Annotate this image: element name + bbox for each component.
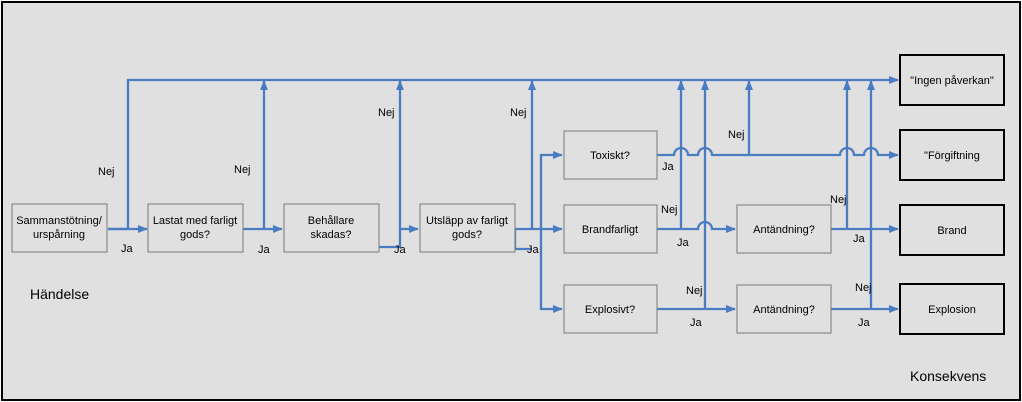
outcome-fire-label: Brand (937, 225, 966, 237)
label-ja: Ja (527, 244, 540, 256)
label-nej: Nej (686, 285, 703, 297)
label-nej: Nej (830, 194, 847, 206)
label-ja: Ja (121, 243, 134, 255)
label-ja: Ja (662, 161, 675, 173)
node-dangerous-goods: Lastat med farligt gods? (147, 203, 244, 253)
node-start-line1: Sammanstötning/ (16, 215, 103, 227)
label-ja: Ja (677, 237, 690, 249)
outcome-fire: Brand (899, 204, 1005, 256)
event-section-label: Händelse (30, 286, 89, 302)
label-ja: Ja (394, 244, 407, 256)
label-nej: Nej (855, 282, 872, 294)
node-container-line1: Behållare (308, 215, 354, 227)
label-nej: Nej (661, 204, 678, 216)
label-nej: Nej (234, 164, 251, 176)
label-nej: Nej (728, 129, 745, 141)
node-dangerous-goods-line1: Lastat med farligt (153, 215, 237, 227)
node-container: Behållare skadas? (283, 203, 380, 253)
node-release-line2: gods? (452, 229, 482, 241)
node-flammable: Brandfarligt (563, 204, 658, 254)
label-ja: Ja (853, 233, 866, 245)
connectors (108, 76, 899, 313)
label-ja: Ja (858, 317, 871, 329)
node-ignition-1-label: Antändning? (753, 224, 815, 236)
node-release: Utsläpp av farligt gods? (419, 203, 516, 253)
node-dangerous-goods-line2: gods? (180, 229, 210, 241)
node-flammable-label: Brandfarligt (582, 224, 638, 236)
node-release-line1: Utsläpp av farligt (426, 215, 508, 227)
label-nej: Nej (510, 107, 527, 119)
outcome-no-impact-label: "Ingen påverkan" (910, 75, 994, 87)
label-nej: Nej (378, 107, 395, 119)
consequence-section-label: Konsekvens (910, 368, 986, 384)
node-ignition-2-label: Antändning? (753, 304, 815, 316)
node-container-line2: skadas? (311, 229, 352, 241)
node-start: Sammanstötning/ urspårning (11, 203, 108, 253)
edge-labels: Nej Ja Nej Ja Nej Ja Nej Ja Ja Nej Nej J… (98, 107, 872, 329)
outcome-explosion: Explosion (899, 283, 1005, 335)
node-toxic: Toxiskt? (563, 130, 658, 180)
outcome-explosion-label: Explosion (928, 304, 976, 316)
outcome-poisoning-label: "Förgiftning (924, 150, 980, 162)
outcome-no-impact: "Ingen påverkan" (899, 54, 1005, 106)
node-ignition-2: Antändning? (736, 284, 832, 334)
label-ja: Ja (258, 244, 271, 256)
node-start-line2: urspårning (33, 229, 85, 241)
node-explosive: Explosivt? (563, 284, 658, 334)
node-ignition-1: Antändning? (736, 204, 832, 254)
node-explosive-label: Explosivt? (585, 304, 635, 316)
outcome-poisoning: "Förgiftning (899, 129, 1005, 181)
node-toxic-label: Toxiskt? (590, 150, 630, 162)
label-ja: Ja (690, 317, 703, 329)
label-nej: Nej (98, 166, 115, 178)
